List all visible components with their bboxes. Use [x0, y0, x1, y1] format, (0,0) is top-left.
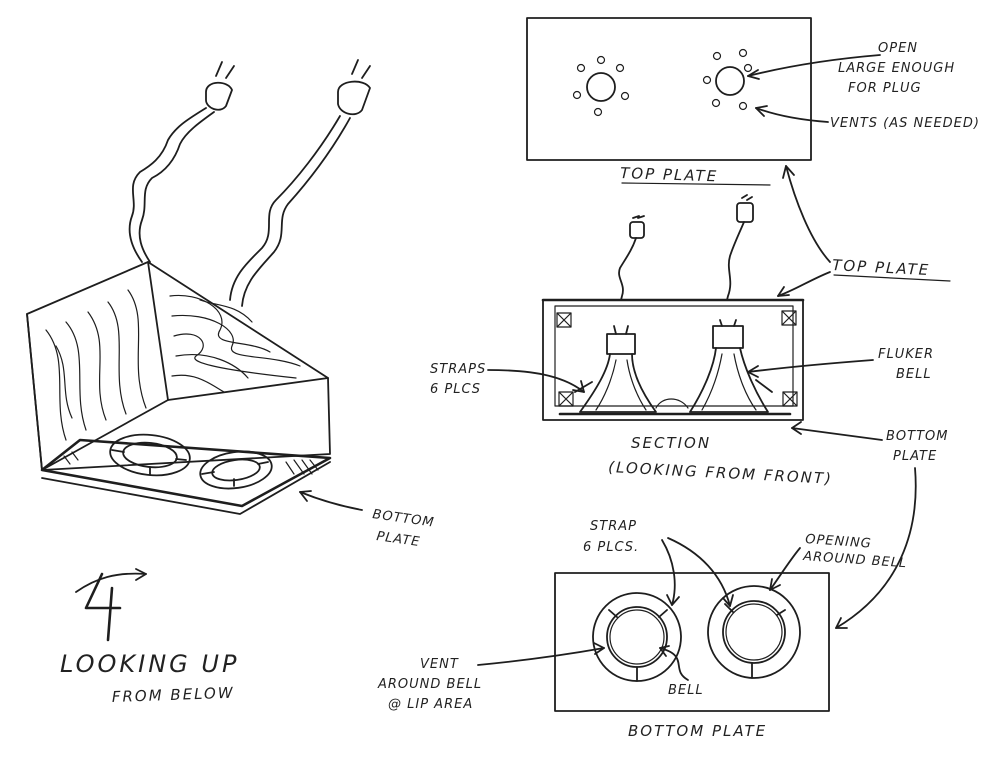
- perspective-bottom-plate: [40, 438, 332, 508]
- vents-leader: [755, 107, 829, 123]
- bottom-callout-leader-plan: [835, 467, 917, 629]
- bell-ring-right: [707, 585, 801, 679]
- section-caption: SECTION: [631, 434, 711, 452]
- bell-plan-leader: [659, 647, 689, 681]
- wood-grain-left: [45, 289, 147, 441]
- top-plate-callout-leader-down: [777, 271, 831, 297]
- vents-label: VENTS (AS NEEDED): [830, 116, 980, 131]
- bell-label: BELL: [896, 367, 932, 382]
- plug-opening-right: [715, 66, 745, 96]
- bell-ring-left: [592, 592, 682, 682]
- strap-leader-right: [667, 537, 731, 607]
- section-gap: [655, 398, 689, 409]
- vent-lip-label: @ LIP AREA: [388, 697, 473, 712]
- vent-label: VENT: [420, 657, 459, 672]
- box-back-corner: [147, 261, 329, 401]
- straps-count-label: 6 PLCS: [430, 382, 481, 397]
- vent-leader: [477, 647, 605, 666]
- perspective-opening-left: [109, 433, 191, 477]
- straps-label: STRAPS: [430, 362, 486, 377]
- section-bell-right: [689, 319, 769, 413]
- from-below-caption: FROM BELOW: [112, 684, 235, 706]
- bell-plan-label: BELL: [668, 683, 704, 698]
- perspective-plug-left: [128, 61, 235, 263]
- top-plate-callout: TOP PLATE: [832, 256, 931, 279]
- top-plate-caption: TOP PLATE: [620, 164, 719, 185]
- perspective-plug-right: [229, 59, 371, 307]
- strap-leader-left: [661, 539, 676, 606]
- bottom-plate-left-line1: BOTTOM: [371, 507, 435, 531]
- top-plate-outline: [526, 17, 812, 161]
- bottom-plate-caption: BOTTOM PLATE: [628, 722, 767, 740]
- bottom-callout-line1: BOTTOM: [886, 429, 948, 444]
- vent-holes: [572, 48, 753, 117]
- section-bell-left: [579, 325, 657, 413]
- vent-around-bell-label: AROUND BELL: [377, 677, 482, 692]
- fluker-label: FLUKER: [878, 347, 934, 362]
- bottom-plate-left-leader: [299, 491, 363, 511]
- perspective-opening-right: [199, 450, 273, 490]
- section-box: [542, 299, 804, 421]
- top-plate-callout-leader-up: [785, 165, 831, 263]
- opening-label: OPENING: [805, 532, 873, 552]
- open-label: OPEN: [878, 41, 918, 56]
- top-plate-plan: OPEN LARGE ENOUGH FOR PLUG VENTS (AS NEE…: [526, 17, 980, 186]
- looking-up-symbol: [75, 568, 147, 642]
- large-enough-label: LARGE ENOUGH: [838, 61, 955, 76]
- around-bell-label: AROUND BELL: [802, 549, 908, 571]
- bottom-plate-left-line2: PLATE: [375, 529, 421, 550]
- section-plug-left: [618, 215, 645, 301]
- straps-leader: [487, 369, 585, 393]
- fluker-leader: [747, 359, 874, 373]
- bottom-plate-plan: STRAP 6 PLCS. OPENING AROUND BELL VENT A…: [377, 519, 908, 740]
- bottom-callout-leader: [791, 427, 883, 441]
- section-plug-right: [726, 194, 754, 301]
- bottom-callout-line2: PLATE: [893, 449, 937, 464]
- bottom-plate-outline: [554, 572, 830, 712]
- strap-plan-count-label: 6 PLCS.: [583, 540, 639, 555]
- for-plug-label: FOR PLUG: [848, 81, 922, 96]
- plug-opening-left: [586, 72, 616, 102]
- looking-up-caption: LOOKING UP: [60, 650, 239, 678]
- looking-from-front-caption: (LOOKING FROM FRONT): [608, 458, 834, 488]
- open-leader: [747, 54, 881, 77]
- corner-blocks: [556, 310, 798, 407]
- perspective-view: BOTTOM PLATE: [26, 59, 435, 550]
- bottom-plate-hatch: [63, 451, 319, 475]
- box-silhouette: [26, 261, 331, 471]
- wood-grain-right: [169, 294, 301, 393]
- strap-plan-label: STRAP: [590, 519, 637, 534]
- opening-leader: [769, 547, 801, 591]
